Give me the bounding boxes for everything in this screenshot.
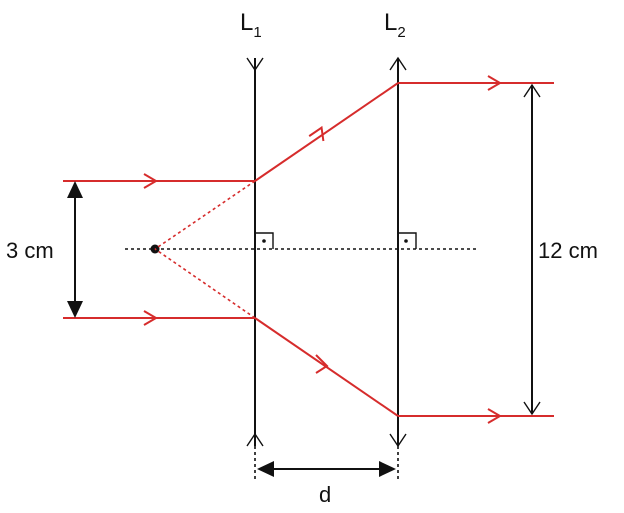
right-angle-marker-l1 [255,232,274,249]
outgoing-width-label: 12 cm [538,238,598,263]
lens-l1 [246,57,264,480]
lower-ray [63,248,554,424]
incoming-width-arrow [67,181,83,318]
incoming-width-label: 3 cm [6,238,54,263]
right-angle-marker-l2 [398,232,417,249]
separation-label: d [319,482,331,507]
outgoing-width-arrow [523,83,541,416]
lens-l2 [389,56,407,480]
upper-ray [63,75,554,250]
lens-l1-label: L1 [240,9,262,41]
separation-arrow [257,461,396,477]
lens-l2-label: L2 [384,9,406,41]
